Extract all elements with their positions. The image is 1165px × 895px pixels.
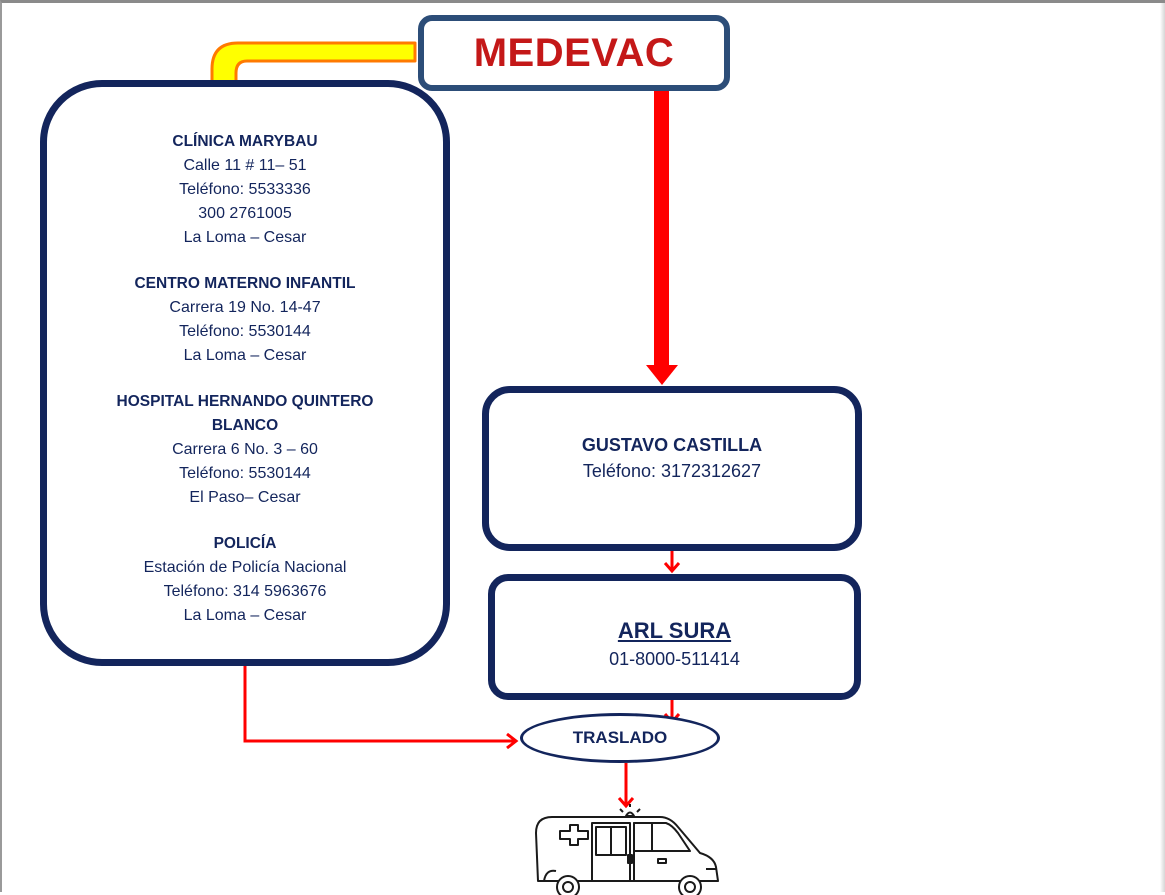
facility-line: El Paso– Cesar — [189, 489, 301, 506]
facility-line: Carrera 6 No. 3 – 60 — [172, 441, 318, 458]
facility-line: 300 2761005 — [198, 205, 292, 222]
facility-line: Teléfono: 5530144 — [179, 465, 311, 482]
facility-line: Teléfono: 314 5963676 — [163, 583, 327, 600]
connector-arrows — [198, 41, 681, 809]
red-arrow-left-traslado — [243, 666, 516, 743]
red-arrow-traslado-ambulance — [617, 797, 635, 809]
arl-box: ARL SURA 01-8000-511414 — [488, 574, 861, 700]
facility-name: HOSPITAL HERNANDO QUINTERO BLANCO — [116, 393, 374, 434]
facility-centro-materno: CENTRO MATERNO INFANTIL Carrera 19 No. 1… — [47, 272, 443, 368]
facility-name: POLICÍA — [213, 535, 277, 552]
facility-line: La Loma – Cesar — [183, 347, 307, 364]
main-red-arrow-head — [646, 365, 678, 385]
facility-clinica-marybau: CLÍNICA MARYBAU Calle 11 # 11– 51 Teléfo… — [47, 130, 443, 250]
medevac-box: MEDEVAC — [418, 15, 730, 91]
facilities-box: CLÍNICA MARYBAU Calle 11 # 11– 51 Teléfo… — [40, 80, 450, 666]
facility-name: CENTRO MATERNO INFANTIL — [134, 275, 356, 292]
facility-line: Teléfono: 5533336 — [179, 181, 311, 198]
red-arrow-gustavo-arl — [663, 562, 681, 574]
traslado-label: TRASLADO — [572, 728, 668, 747]
facility-line: Carrera 19 No. 14-47 — [169, 299, 321, 316]
traslado-ellipse: TRASLADO — [520, 713, 720, 763]
contact-box: GUSTAVO CASTILLA Teléfono: 3172312627 — [482, 386, 862, 551]
facility-line: Teléfono: 5530144 — [179, 323, 311, 340]
facility-hospital: HOSPITAL HERNANDO QUINTERO BLANCO Carrer… — [47, 390, 443, 510]
facility-policia: POLICÍA Estación de Policía Nacional Tel… — [47, 532, 443, 628]
facility-line: La Loma – Cesar — [183, 607, 307, 624]
arl-name: ARL SURA — [617, 618, 732, 643]
facility-name: CLÍNICA MARYBAU — [172, 133, 318, 150]
ambulance-icon — [535, 804, 719, 895]
arl-phone: 01-8000-511414 — [609, 649, 740, 669]
diagram-title: MEDEVAC — [473, 30, 675, 75]
contact-phone: Teléfono: 3172312627 — [582, 460, 762, 481]
facility-line: Calle 11 # 11– 51 — [183, 157, 307, 174]
facility-line: Estación de Policía Nacional — [143, 559, 347, 576]
contact-name: GUSTAVO CASTILLA — [581, 434, 763, 455]
main-red-arrow-shaft — [654, 91, 669, 369]
facility-line: La Loma – Cesar — [183, 229, 307, 246]
